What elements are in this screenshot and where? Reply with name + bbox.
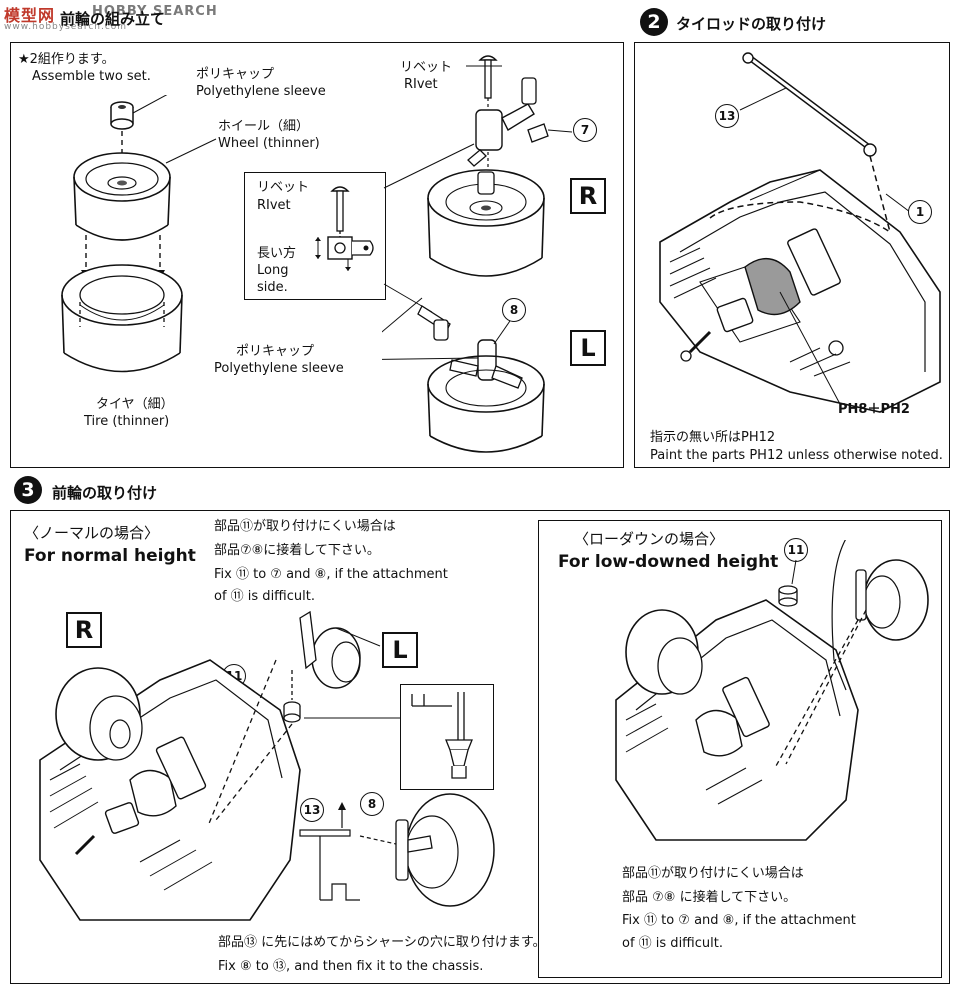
lowdown-note-jp2: 部品 ⑦⑧ に接着して下さい。	[622, 890, 797, 905]
rivet-label-jp: リベット	[400, 60, 453, 75]
normal-note-jp1: 部品⑪が取り付けにくい場合は	[214, 519, 396, 534]
watermark-url: www.hobbysearch.com	[4, 22, 128, 32]
watermark-logo: 模型网	[4, 6, 56, 25]
normal-note-jp2: 部品⑦⑧に接着して下さい。	[214, 543, 380, 558]
side-r-marker: R	[570, 178, 606, 214]
tie-rod-chassis-illustration	[659, 52, 941, 413]
step2-number: 2	[640, 8, 668, 36]
step3-side-r-marker: R	[66, 612, 102, 648]
step1-title: 前輪の組み立て	[60, 10, 166, 28]
normal-note-en2: of ⑪ is difficult.	[214, 589, 315, 604]
tire-label-jp: タイヤ（細）	[96, 397, 174, 412]
part-1-label: 1	[908, 200, 932, 224]
part-8-label: 8	[502, 298, 526, 322]
polycap2-label-en: Polyethylene sleeve	[214, 361, 344, 376]
lowdown-note-en2: of ⑪ is difficult.	[622, 936, 723, 951]
inset-rivet-jp: リベット	[257, 180, 310, 195]
step3-part-13-label: 13	[300, 798, 324, 822]
part-7-label: 7	[573, 118, 597, 142]
paint-code: PH8＋PH2	[838, 402, 910, 417]
normal-height-chassis-illustration	[39, 610, 495, 921]
lowdown-note-jp1: 部品⑪が取り付けにくい場合は	[622, 866, 804, 881]
step2-note-en: Paint the parts PH12 unless otherwise no…	[650, 448, 943, 463]
lowdown-part-11-label: 11	[784, 538, 808, 562]
normal-note-en1: Fix ⑪ to ⑦ and ⑧, if the attachment	[214, 567, 448, 582]
polycap2-label-jp: ポリキャップ	[236, 344, 315, 359]
wheel-label-en: Wheel (thinner)	[218, 136, 320, 151]
lowdown-title-jp: 〈ローダウンの場合〉	[574, 530, 725, 548]
step3-part-8-label: 8	[360, 792, 384, 816]
rivet-detail-drawing	[411, 692, 473, 779]
step1-note-jp: ★2組作ります。	[18, 52, 115, 67]
rivet-label-en: RIvet	[404, 77, 438, 92]
step2-title: タイロッドの取り付け	[676, 15, 827, 33]
normal-title-jp: 〈ノーマルの場合〉	[24, 524, 160, 542]
normal-title-en: For normal height	[24, 546, 196, 566]
wheel-label-jp: ホイール（細）	[218, 119, 310, 134]
bottom-note-en: Fix ⑧ to ⑬, and then fix it to the chass…	[218, 959, 484, 974]
step3-number: 3	[14, 476, 42, 504]
long-side-jp: 長い方	[257, 246, 297, 261]
step1-note-en: Assemble two set.	[32, 69, 151, 84]
rivet-inset-drawing	[315, 186, 374, 271]
bottom-note-jp: 部品⑬ に先にはめてからシャーシの穴に取り付けます。	[218, 935, 546, 950]
lowdown-note-en1: Fix ⑪ to ⑦ and ⑧, if the attachment	[622, 913, 856, 928]
rivet-inset-box	[244, 172, 386, 300]
inset-rivet-en: RIvet	[257, 198, 291, 213]
step2-note-jp: 指示の無い所はPH12	[650, 430, 776, 445]
tire-label-en: Tire (thinner)	[84, 414, 170, 429]
long-side-en2: side.	[257, 280, 288, 295]
step3-title: 前輪の取り付け	[52, 484, 158, 502]
part-13-label: 13	[715, 104, 739, 128]
long-side-en1: Long	[257, 263, 289, 278]
rivet-detail-inset	[400, 684, 494, 790]
wheel-assembly-illustration	[61, 95, 217, 373]
side-l-marker: L	[570, 330, 606, 366]
polycap-label-en: Polyethylene sleeve	[196, 84, 326, 99]
lowdown-chassis-illustration	[615, 540, 929, 841]
polycap-label-jp: ポリキャップ	[196, 67, 275, 82]
watermark-site: HOBBY SEARCH	[92, 4, 218, 19]
step3-side-l-marker: L	[382, 632, 418, 668]
knuckle-wheel-illustration	[382, 55, 573, 453]
lowdown-title-en: For low-downed height	[558, 552, 779, 572]
